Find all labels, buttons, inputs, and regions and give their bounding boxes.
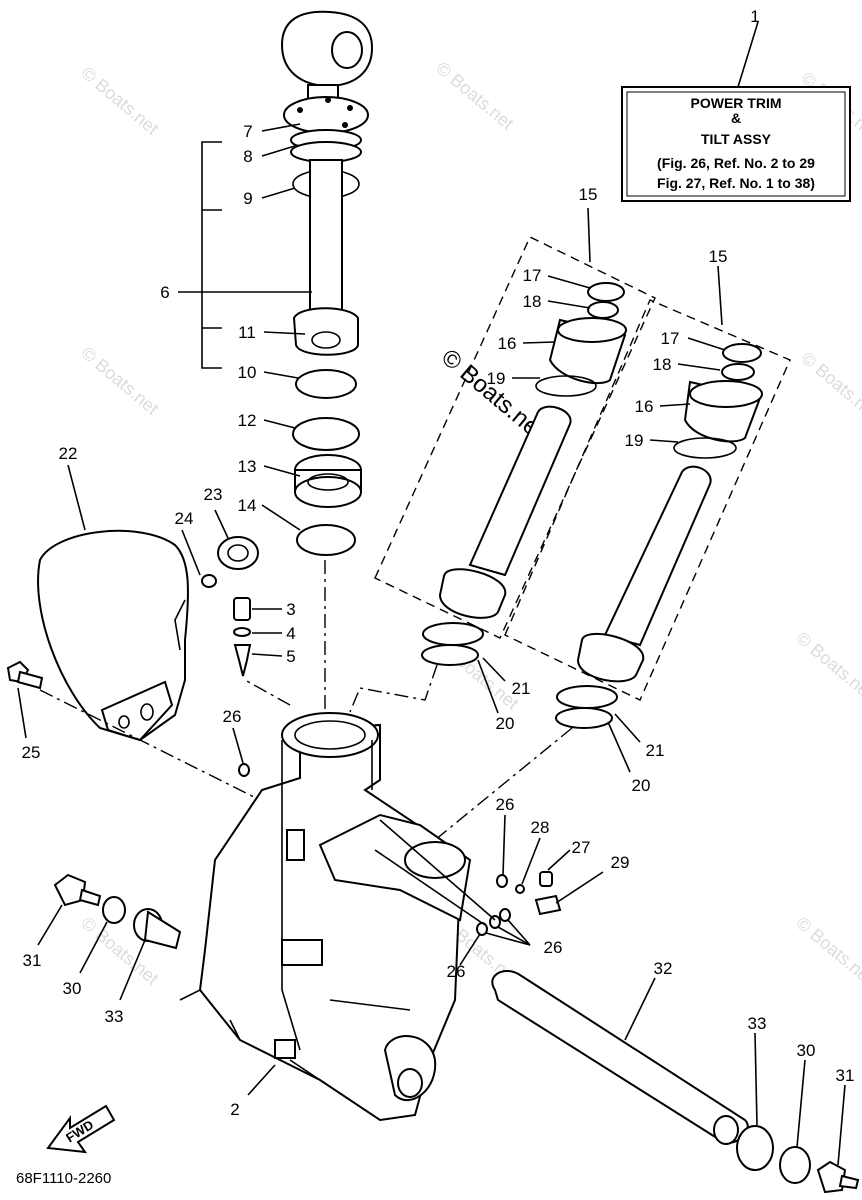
label-33-left: 33 — [105, 1007, 124, 1026]
watermark-8: © Boats.net — [792, 628, 862, 704]
label-21-left: 21 — [512, 679, 531, 698]
label-21-right: 21 — [646, 741, 665, 760]
label-5: 5 — [286, 647, 295, 666]
label-20-right: 20 — [632, 776, 651, 795]
label-3: 3 — [286, 600, 295, 619]
label-6: 6 — [160, 283, 169, 302]
leader-lines — [17, 123, 846, 1166]
label-9: 9 — [243, 189, 252, 208]
label-13: 13 — [238, 457, 257, 476]
tilt-cylinder-piston-left — [438, 282, 627, 619]
label-18-right: 18 — [653, 355, 672, 374]
callout-line-4: (Fig. 26, Ref. No. 2 to 29 — [657, 155, 815, 171]
cover-part-22 — [37, 529, 189, 742]
label-31-left: 31 — [23, 951, 42, 970]
label-16-right: 16 — [635, 397, 654, 416]
label-30-right: 30 — [797, 1041, 816, 1060]
callout-line-2: & — [731, 110, 741, 126]
label-17-left: 17 — [523, 266, 542, 285]
assembly-callout-box: POWER TRIM & TILT ASSY (Fig. 26, Ref. No… — [621, 21, 851, 202]
label-18-left: 18 — [523, 292, 542, 311]
label-28: 28 — [531, 818, 550, 837]
label-1: 1 — [750, 7, 759, 26]
label-25: 25 — [22, 743, 41, 762]
label-12: 12 — [238, 411, 257, 430]
label-24: 24 — [175, 509, 194, 528]
label-19-right: 19 — [625, 431, 644, 450]
label-17-right: 17 — [661, 329, 680, 348]
main-bracket-part-2 — [179, 712, 472, 1122]
label-26-c: 26 — [544, 938, 563, 957]
label-20-left: 20 — [496, 714, 515, 733]
watermark-5: © Boats.net — [797, 348, 862, 424]
tilt-ram-assembly — [280, 10, 374, 356]
drawing-number: 68F1110-2260 — [16, 1170, 111, 1187]
watermark-1: © Boats.net — [77, 63, 162, 139]
label-33-right: 33 — [748, 1014, 767, 1033]
part-number-labels: 1 7 8 9 6 11 10 12 13 14 15 15 17 18 16 … — [22, 7, 855, 1119]
label-4: 4 — [286, 624, 295, 643]
label-10: 10 — [238, 363, 257, 382]
label-27: 27 — [572, 838, 591, 857]
label-26-a: 26 — [223, 707, 242, 726]
watermark-2: © Boats.net — [432, 58, 517, 134]
label-26-d: 26 — [447, 962, 466, 981]
watermark-11: © Boats.net — [792, 913, 862, 989]
label-2: 2 — [230, 1100, 239, 1119]
fwd-arrow-icon: FWD — [46, 1104, 116, 1154]
label-15-right: 15 — [709, 247, 728, 266]
label-29: 29 — [611, 853, 630, 872]
label-11: 11 — [238, 323, 256, 342]
callout-line-5: Fig. 27, Ref. No. 1 to 38) — [657, 175, 815, 191]
trim-cylinder-piston-right — [576, 343, 763, 683]
label-14: 14 — [238, 496, 257, 515]
label-7: 7 — [243, 122, 252, 141]
label-31-right: 31 — [836, 1066, 855, 1085]
label-23: 23 — [204, 485, 223, 504]
callout-line-3: TILT ASSY — [701, 131, 772, 147]
label-32: 32 — [654, 959, 673, 978]
callout-line-1: POWER TRIM — [691, 95, 782, 111]
label-26-b: 26 — [496, 795, 515, 814]
label-15-left: 15 — [579, 185, 598, 204]
watermark-4: © Boats.net — [77, 343, 162, 419]
label-8: 8 — [243, 147, 252, 166]
label-16-left: 16 — [498, 334, 517, 353]
label-30-left: 30 — [63, 979, 82, 998]
label-19-left: 19 — [487, 369, 506, 388]
label-22: 22 — [59, 444, 78, 463]
